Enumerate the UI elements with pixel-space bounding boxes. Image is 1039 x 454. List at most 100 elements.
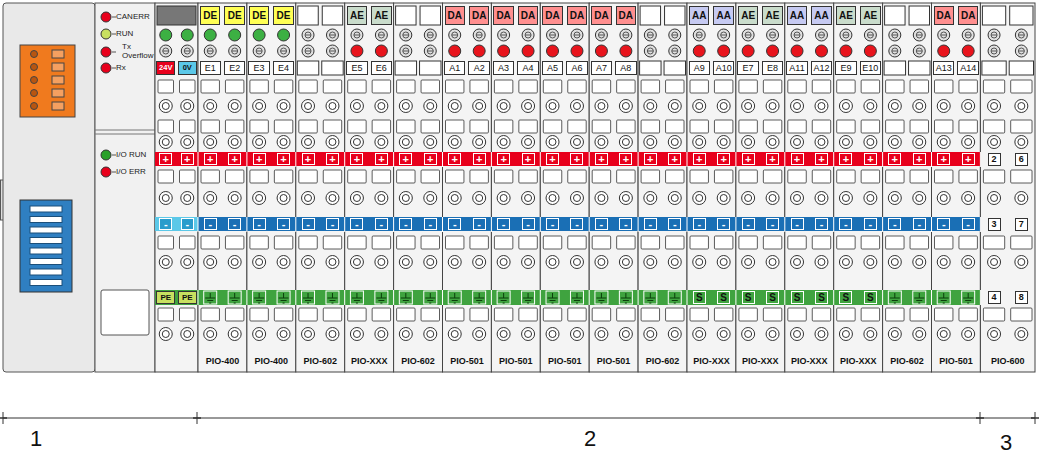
spring-release — [962, 192, 975, 205]
channel-led — [571, 29, 583, 41]
rail-joint — [687, 217, 688, 232]
io-module: AEAEE5E6++--PIO-XXX — [345, 0, 394, 372]
minus-terminal-mark: - — [839, 218, 852, 230]
led-window — [163, 51, 169, 52]
led-window — [476, 35, 482, 36]
empty-channel-box — [884, 61, 905, 75]
led-window — [647, 48, 653, 54]
spring-release — [595, 256, 608, 269]
spring-release-inner — [256, 259, 263, 266]
led-window — [843, 32, 849, 38]
module-part-number: PIO-XXX — [785, 355, 834, 368]
module-body — [638, 3, 687, 372]
clamp-slot — [812, 308, 830, 321]
clamp-slot — [180, 236, 196, 249]
led-window — [745, 32, 751, 38]
led-window — [427, 32, 433, 38]
led-window — [550, 35, 556, 36]
spring-release-inner — [622, 259, 629, 266]
spring-release-inner — [598, 259, 605, 266]
led-window — [843, 35, 849, 36]
ground-symbol — [621, 293, 631, 303]
clamp-slot — [158, 120, 174, 133]
spring-release-inner — [769, 331, 776, 338]
led-window — [329, 35, 335, 36]
minus-terminal-mark: - — [668, 218, 681, 230]
spring-release-inner — [549, 259, 556, 266]
spring-release — [424, 256, 437, 269]
spring-release — [497, 256, 510, 269]
spring-release-inner — [965, 259, 972, 266]
spring-release — [937, 328, 950, 341]
minus-terminal-mark: - — [570, 218, 583, 230]
ground-symbol — [499, 293, 509, 303]
clamp-slot — [739, 80, 757, 93]
spring-release-inner — [867, 195, 874, 202]
spring-release — [962, 136, 975, 149]
plus-terminal-mark: + — [791, 153, 804, 165]
led-window — [965, 32, 971, 38]
spring-release — [326, 328, 339, 341]
module-housing — [345, 3, 394, 372]
connector-pin — [31, 77, 38, 84]
rail-joint — [491, 152, 492, 167]
spring-release — [595, 192, 608, 205]
clamp-slot — [494, 80, 512, 93]
minus-terminal-mark: - — [546, 218, 559, 230]
rail-joint — [735, 152, 736, 167]
channel-led — [160, 29, 172, 41]
minus-terminal-mark: - — [742, 218, 755, 230]
clamp-slot — [739, 120, 757, 133]
clamp-slot — [158, 308, 174, 321]
spring-release-inner — [231, 139, 238, 146]
ground-symbol — [254, 293, 264, 303]
terminal-number: 8 — [1015, 291, 1028, 304]
clamp-slot — [641, 236, 659, 249]
pe-terminal-mark: PE — [156, 291, 175, 304]
spring-release-inner — [451, 103, 458, 110]
spring-release — [522, 192, 535, 205]
module-housing — [834, 3, 883, 372]
spring-release-inner — [696, 103, 703, 110]
spring-release-inner — [940, 195, 947, 202]
spring-release — [473, 192, 486, 205]
spring-release-inner — [696, 331, 703, 338]
led-window — [647, 32, 653, 38]
channel-led — [302, 29, 314, 41]
rail-joint — [589, 152, 590, 167]
clamp-slot — [837, 236, 855, 249]
clamp-slot — [1011, 80, 1032, 93]
led-leader — [112, 17, 116, 18]
clamp-slot — [886, 120, 904, 133]
spring-release-inner — [402, 195, 409, 202]
minus-terminal-mark: - — [815, 218, 828, 230]
clamp-slot — [494, 170, 512, 183]
io-module: AAAAA9A10++--SSPIO-XXX — [687, 0, 736, 372]
channel-led — [473, 45, 485, 57]
minus-terminal-mark: - — [448, 218, 461, 230]
clamp-slot — [1011, 170, 1032, 183]
connector-pin — [31, 90, 38, 97]
ground-terminal — [522, 291, 535, 304]
clamp-slot — [983, 80, 1004, 93]
module-type-label: AE — [371, 6, 391, 25]
led-leader — [112, 68, 116, 69]
led-window — [892, 51, 898, 52]
module-type-label: AE — [738, 6, 758, 25]
plus-terminal-mark: + — [399, 153, 412, 165]
module-part-number: PIO-602 — [638, 355, 687, 368]
rail-joint — [931, 217, 932, 232]
led-window — [305, 32, 311, 38]
module-type-label: DA — [958, 6, 978, 25]
spring-release-inner — [256, 331, 263, 338]
clamp-slot — [225, 236, 243, 249]
clamp-slot — [714, 80, 732, 93]
spring-release — [815, 328, 828, 341]
clamp-slot — [519, 120, 537, 133]
spring-release-inner — [818, 259, 825, 266]
ground-terminal — [962, 291, 975, 304]
minus-terminal-mark: - — [350, 218, 363, 230]
spring-release — [159, 256, 172, 269]
clamp-slot — [690, 308, 708, 321]
spring-release — [668, 328, 681, 341]
